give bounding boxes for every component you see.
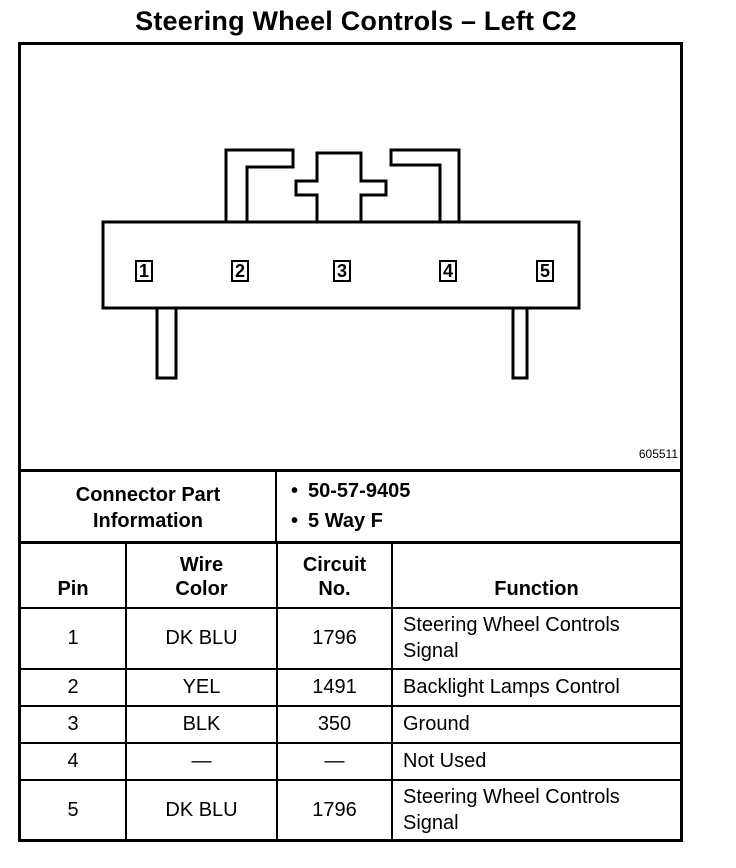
cell-wire-color: YEL [125, 667, 278, 707]
table-row: 3 BLK 350 Ground [21, 704, 680, 744]
cell-circuit: 1796 [276, 778, 393, 840]
pin-table: Pin Wire Color Circuit No. Function 1 DK… [21, 541, 680, 840]
connector-diagram: 1 2 3 4 5 605511 [21, 45, 686, 469]
pin-label-3: 3 [333, 260, 351, 282]
left-latch [224, 148, 295, 222]
connector-info-label: Connector Part Information [21, 472, 277, 541]
pin-label-5: 5 [536, 260, 554, 282]
figure-id: 605511 [638, 447, 678, 461]
table-row: 1 DK BLU 1796 Steering Wheel Controls Si… [21, 606, 680, 670]
cell-circuit: 350 [276, 704, 393, 744]
header-circuit: Circuit No. [276, 541, 393, 609]
cell-wire-color: DK BLU [125, 778, 278, 840]
cell-function: Backlight Lamps Control [391, 667, 680, 707]
cell-wire-color: BLK [125, 704, 278, 744]
cell-pin: 1 [21, 606, 127, 670]
connector-sheet: 1 2 3 4 5 605511 Connector Part Informat… [18, 42, 683, 842]
left-mounting-leg [155, 308, 178, 380]
cell-function: Ground [391, 704, 680, 744]
cell-function: Not Used [391, 741, 680, 781]
header-pin: Pin [21, 541, 127, 609]
pin-label-1: 1 [135, 260, 153, 282]
right-latch [389, 148, 461, 222]
cell-function: Steering Wheel Controls Signal [391, 606, 680, 670]
cell-wire-color: — [125, 741, 278, 781]
connector-type: 5 Way F [291, 508, 410, 538]
table-row: 2 YEL 1491 Backlight Lamps Control [21, 667, 680, 707]
table-row: 5 DK BLU 1796 Steering Wheel Controls Si… [21, 778, 680, 840]
pin-label-4: 4 [439, 260, 457, 282]
cell-pin: 4 [21, 741, 127, 781]
connector-body [101, 220, 581, 310]
connector-info-row: Connector Part Information 50-57-9405 5 … [21, 469, 680, 541]
header-function: Function [391, 541, 680, 609]
right-mounting-leg [511, 308, 529, 380]
cell-function: Steering Wheel Controls Signal [391, 778, 680, 840]
connector-part-number: 50-57-9405 [291, 478, 410, 508]
cell-circuit: — [276, 741, 393, 781]
table-header-row: Pin Wire Color Circuit No. Function [21, 541, 680, 609]
pin-label-2: 2 [231, 260, 249, 282]
cell-circuit: 1796 [276, 606, 393, 670]
table-row: 4 — — Not Used [21, 741, 680, 781]
connector-drawing [101, 148, 581, 380]
cell-pin: 3 [21, 704, 127, 744]
header-wire-color: Wire Color [125, 541, 278, 609]
cell-wire-color: DK BLU [125, 606, 278, 670]
cell-pin: 5 [21, 778, 127, 840]
page-title: Steering Wheel Controls – Left C2 [135, 6, 577, 36]
center-latch [294, 151, 388, 222]
cell-pin: 2 [21, 667, 127, 707]
connector-info-list: 50-57-9405 5 Way F [291, 478, 410, 538]
cell-circuit: 1491 [276, 667, 393, 707]
